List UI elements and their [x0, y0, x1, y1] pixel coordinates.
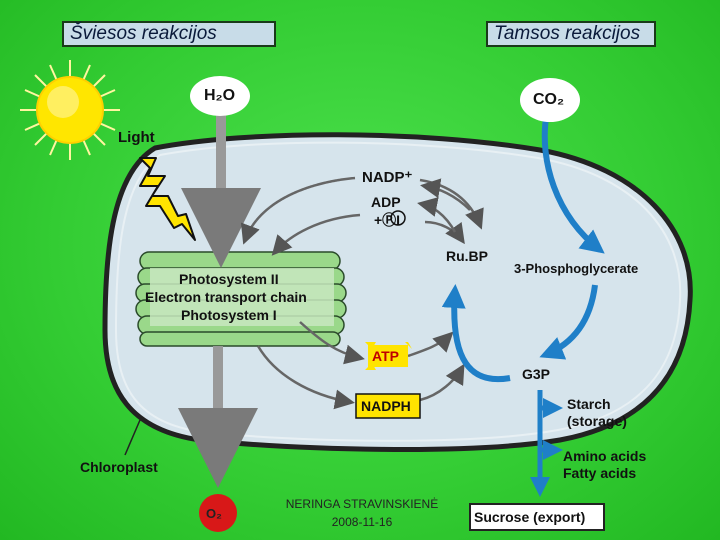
o2-label: O₂ [206, 506, 222, 521]
co2-fixation-arrow [541, 117, 605, 254]
atp-out-arrow [299, 321, 365, 365]
adp-label: ADP [371, 194, 401, 210]
starch-label: Starch [567, 396, 611, 412]
adp-return-arrow [271, 213, 361, 256]
atp-label: ATP [372, 348, 399, 364]
footer-author: NERINGA STRAVINSKIENĖ [285, 497, 439, 511]
o2-bubble [199, 494, 237, 532]
atp-in-arrow [407, 331, 454, 358]
h2o-label: H₂O [204, 87, 236, 104]
sucrose-label: Sucrose (export) [474, 509, 586, 525]
footer-date: 2008-11-16 [331, 515, 393, 529]
phosphate-label: +ⓅI [374, 212, 401, 228]
storage-label: (storage) [567, 413, 627, 429]
dark-reactions-header: Tamsos reakcijos [486, 21, 656, 47]
g3p-to-rubp-arrow [441, 284, 511, 383]
co2-label: CO₂ [533, 91, 565, 108]
nadph-highlight [355, 393, 421, 419]
nadp-return-arrow [240, 176, 356, 245]
adp-cycle-arrow [424, 220, 465, 245]
amino-acids-label: Amino acids [563, 448, 647, 464]
nadph-out-arrow [256, 345, 355, 410]
co2-bubble [520, 78, 580, 122]
sun-icon [20, 60, 120, 160]
nadph-in-arrow [419, 363, 465, 402]
fatty-acids-label: Fatty acids [563, 465, 637, 481]
chloroplast-pointer [124, 419, 141, 456]
photosystem-i-label: Photosystem I [181, 307, 277, 323]
light-reactions-header: Šviesos reakcijos [62, 21, 276, 47]
nadph-label: NADPH [361, 398, 411, 414]
h2o-bubble [190, 76, 250, 116]
g3p-label: G3P [522, 366, 551, 382]
pga-label: 3-Phosphoglycerate [514, 261, 639, 276]
nadp-plus-label: NADP⁺ [362, 169, 413, 186]
sucrose-highlight [469, 503, 605, 531]
light-label: Light [118, 129, 155, 146]
photosystem-ii-label: Photosystem II [179, 271, 279, 287]
etc-label: Electron transport chain [145, 289, 307, 305]
rubp-label: Ru.BP [446, 248, 488, 264]
atp-highlight [368, 345, 408, 367]
pga-to-g3p-arrow [539, 284, 598, 360]
chloroplast-label: Chloroplast [80, 459, 158, 475]
